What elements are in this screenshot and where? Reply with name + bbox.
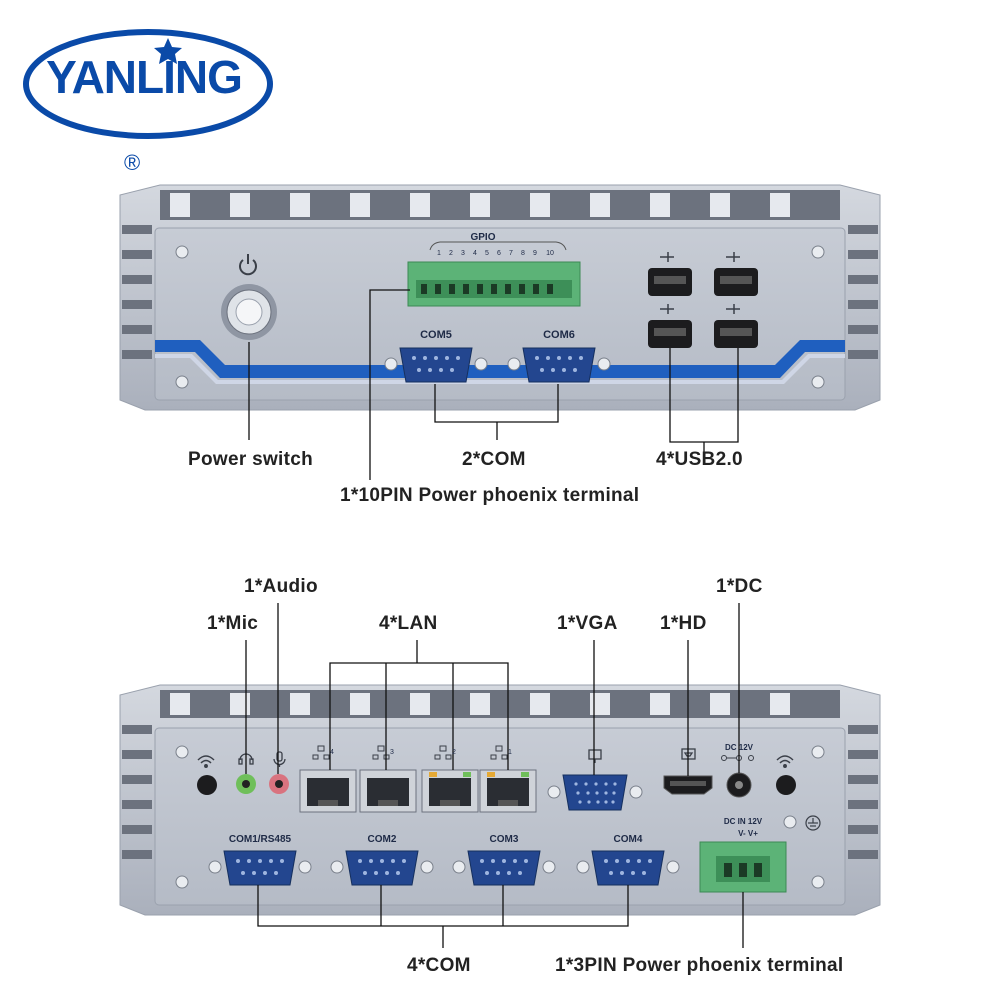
usb-icons xyxy=(660,252,740,314)
gpio-pin-label: 5 xyxy=(485,250,489,257)
usb-port[interactable] xyxy=(714,268,758,296)
com6-port[interactable] xyxy=(507,347,611,383)
mic-jack[interactable] xyxy=(269,774,289,794)
lan-number-label: 4 xyxy=(330,749,334,756)
gpio-pin-label: 10 xyxy=(546,250,554,257)
callout-dc: 1*DC xyxy=(716,576,763,597)
brand-logo-text: YANLING xyxy=(46,51,243,103)
gpio-pin-label: 3 xyxy=(461,250,465,257)
power-button[interactable] xyxy=(221,284,277,340)
callout-front-terminal: 1*10PIN Power phoenix terminal xyxy=(340,485,640,506)
front-accent-stripe xyxy=(155,340,845,378)
lan-port-3[interactable] xyxy=(359,769,417,813)
gpio-pin-label: 6 xyxy=(497,250,501,257)
gpio-pin-label: 8 xyxy=(521,250,525,257)
gpio-label: GPIO xyxy=(470,232,495,243)
gpio-terminal[interactable] xyxy=(407,261,581,307)
com1-label: COM1/RS485 xyxy=(229,834,292,845)
callout-rear-com: 4*COM xyxy=(407,955,471,976)
monitor-icon xyxy=(588,749,602,763)
usb-port[interactable] xyxy=(648,268,692,296)
rear-screws xyxy=(175,745,825,889)
antenna-hole xyxy=(197,775,217,795)
com3-label: COM3 xyxy=(490,834,519,845)
lan-port-4[interactable] xyxy=(299,769,357,813)
com5-port[interactable] xyxy=(384,347,488,383)
antenna-hole xyxy=(776,775,796,795)
callout-hd: 1*HD xyxy=(660,613,707,634)
com3-port[interactable] xyxy=(452,850,556,886)
callout-vga: 1*VGA xyxy=(557,613,618,634)
com6-label: COM6 xyxy=(543,329,575,341)
wifi-icon xyxy=(776,755,794,768)
gpio-pin-label: 7 xyxy=(509,250,513,257)
front-screws xyxy=(175,245,825,389)
com2-port[interactable] xyxy=(330,850,434,886)
dc-in-label: DC IN 12V xyxy=(724,817,763,826)
front-heatsink-fins xyxy=(160,190,840,220)
callout-front-com: 2*COM xyxy=(462,449,526,470)
dc-in-terminal[interactable] xyxy=(699,841,787,893)
gpio-pin-label: 9 xyxy=(533,250,537,257)
lan-number-label: 2 xyxy=(452,749,456,756)
lan-number-label: 1 xyxy=(508,749,512,756)
rear-heatsink-fins xyxy=(160,690,840,718)
front-callout-lines xyxy=(248,289,739,480)
lan-port-1[interactable] xyxy=(479,769,537,813)
mic-icon xyxy=(273,751,286,767)
com4-label: COM4 xyxy=(614,834,643,845)
lan-number-label: 3 xyxy=(390,749,394,756)
com1-port[interactable] xyxy=(208,850,312,886)
callout-power-switch: Power switch xyxy=(188,449,314,470)
com2-label: COM2 xyxy=(368,834,397,845)
usb-port[interactable] xyxy=(714,320,758,348)
com4-port[interactable] xyxy=(576,850,680,886)
callout-usb: 4*USB2.0 xyxy=(656,449,743,470)
dc-label: DC 12V xyxy=(725,743,754,752)
gpio-pin-label: 1 xyxy=(437,250,441,257)
callout-mic: 1*Mic xyxy=(207,613,259,634)
hdmi-port[interactable] xyxy=(663,775,713,795)
audio-jack[interactable] xyxy=(236,774,256,794)
callout-rear-terminal: 1*3PIN Power phoenix terminal xyxy=(555,955,844,976)
lan-port-2[interactable] xyxy=(421,769,479,813)
rear-callout-lines xyxy=(245,603,744,948)
ground-icon xyxy=(805,815,821,831)
wifi-icon xyxy=(197,755,215,768)
lan-icons xyxy=(312,745,508,760)
gpio-pin-label: 2 xyxy=(449,250,453,257)
vga-port[interactable] xyxy=(547,774,643,811)
com5-label: COM5 xyxy=(420,329,452,341)
dc-in-pins-label: V- V+ xyxy=(738,829,758,838)
usb-port[interactable] xyxy=(648,320,692,348)
power-icon xyxy=(239,254,257,276)
gpio-pin-label: 4 xyxy=(473,250,477,257)
dc-jack[interactable] xyxy=(726,772,752,798)
registered-mark: ® xyxy=(124,150,141,175)
callout-lan: 4*LAN xyxy=(379,613,438,634)
callout-audio: 1*Audio xyxy=(244,576,318,597)
brand-logo xyxy=(23,29,273,139)
